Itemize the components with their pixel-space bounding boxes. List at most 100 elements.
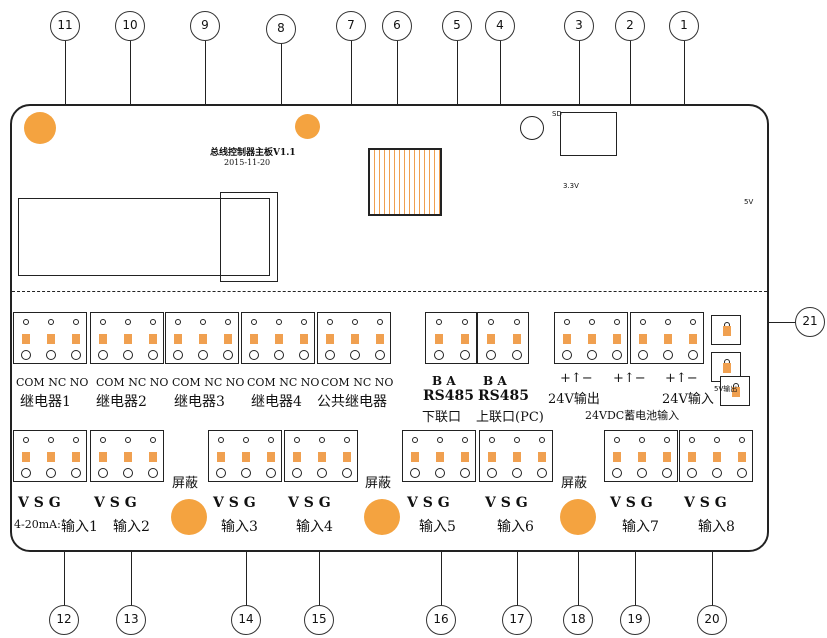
solder-pad [266, 452, 275, 462]
out24-label: 24V输出 [548, 392, 600, 407]
terminal-hole [147, 350, 158, 360]
terminal-screw [613, 319, 620, 325]
solder-pad [638, 452, 646, 462]
terminal-hole [98, 468, 109, 478]
solder-pad [124, 452, 132, 462]
terminal-j17 [90, 312, 164, 364]
solder-pad [613, 452, 622, 462]
callout-17: 17 [502, 605, 532, 635]
solder-pad [723, 363, 731, 373]
in6-pins: V S G [485, 495, 528, 511]
terminal-hole [198, 350, 208, 360]
terminal-screw [200, 319, 206, 325]
mounting-hole [24, 112, 56, 144]
solder-pad [223, 334, 232, 344]
up-pins: B A [483, 374, 507, 388]
solder-pad [460, 452, 469, 462]
out24-polarity: +↑− [560, 371, 593, 386]
terminal-screw [294, 437, 301, 443]
relay1-pins: COM NC NO [16, 376, 89, 389]
terminal-screw [343, 437, 350, 443]
terminal-screw [614, 437, 621, 443]
solder-pad [713, 452, 721, 462]
mounting-hole [560, 499, 596, 535]
callout-12: 12 [49, 605, 79, 635]
solder-pad [612, 334, 621, 344]
terminal-screw [319, 437, 325, 443]
terminal-screw [738, 437, 745, 443]
terminal-rs485-down [425, 312, 477, 364]
callout-1: 1 [669, 11, 699, 41]
mounting-hole [171, 499, 207, 535]
terminal-screw [327, 319, 334, 325]
terminal-screw [125, 319, 131, 325]
terminal-screw [224, 319, 231, 325]
terminal-j8 [679, 430, 753, 482]
input1-label: 输入1 [61, 519, 98, 535]
input8-label: 输入8 [698, 519, 735, 535]
terminal-hole [70, 468, 81, 478]
terminal-j18 [241, 312, 315, 364]
terminal-screw [276, 319, 282, 325]
relay1-label: 继电器1 [20, 394, 71, 410]
terminal-j5 [604, 430, 678, 482]
solder-pad [723, 326, 731, 336]
terminal-hole [435, 468, 445, 478]
solder-pad [688, 334, 697, 344]
callout-9: 9 [190, 11, 220, 41]
terminal-screw [376, 319, 383, 325]
callout-21: 21 [795, 307, 825, 337]
mcu-chip [368, 148, 442, 216]
input6-label: 输入6 [497, 519, 534, 535]
input4-label: 输入4 [296, 519, 333, 535]
relay2-label: 继电器2 [96, 394, 147, 410]
solder-pad [293, 452, 302, 462]
terminal-screw [639, 437, 645, 443]
terminal-j6 [90, 430, 164, 482]
terminal-screw [149, 437, 156, 443]
terminal-screw [714, 437, 720, 443]
common-relay-label: 公共继电器 [317, 394, 387, 410]
terminal-hole [460, 350, 470, 360]
sd-slot [560, 112, 617, 156]
terminal-battery [720, 376, 750, 406]
solder-pad [217, 452, 226, 462]
terminal-screw [243, 437, 249, 443]
terminal-j16 [317, 312, 391, 364]
callout-18: 18 [563, 605, 593, 635]
terminal-hole [587, 350, 597, 360]
terminal-hole [687, 350, 698, 360]
in4-pins: V S G [288, 495, 331, 511]
solder-pad [22, 334, 31, 344]
shield-label: 屏蔽 [365, 476, 392, 491]
solder-pad [488, 452, 497, 462]
terminal-hole [173, 350, 184, 360]
terminal-screw [663, 437, 670, 443]
terminal-screw [412, 437, 419, 443]
terminal-screw [100, 319, 107, 325]
terminal-hole [687, 468, 698, 478]
terminal-hole [611, 350, 622, 360]
leader-line [397, 41, 398, 131]
terminal-screw [538, 437, 545, 443]
relay2-pins: COM NC NO [96, 376, 169, 389]
terminal-hole [98, 350, 109, 360]
in24-label: 24V输入 [662, 392, 714, 407]
callout-15: 15 [304, 605, 334, 635]
solder-pad [99, 334, 108, 344]
solder-pad [199, 334, 207, 344]
solder-pad [411, 452, 420, 462]
common-relay [220, 192, 278, 282]
terminal-hole [241, 468, 251, 478]
terminal-screw [640, 319, 647, 325]
terminal-screw [23, 319, 30, 325]
terminal-screw [23, 437, 30, 443]
terminal-rs485-up [477, 312, 529, 364]
solder-pad [513, 452, 521, 462]
terminal-hole [736, 468, 747, 478]
solder-pad [275, 334, 283, 344]
terminal-screw [488, 319, 494, 325]
relay-bank [18, 198, 270, 276]
callout-20: 20 [697, 605, 727, 635]
terminal-hole [274, 350, 284, 360]
